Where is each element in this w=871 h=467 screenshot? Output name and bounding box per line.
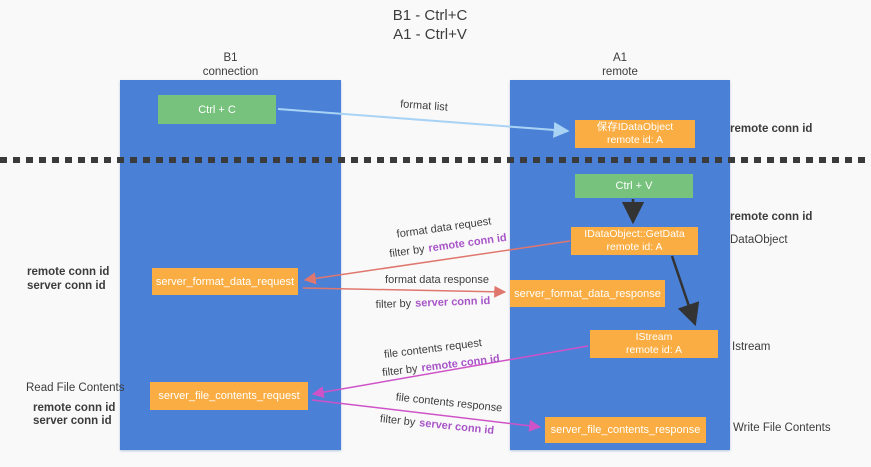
node-server-format-data-request: server_format_data_request xyxy=(152,268,298,295)
ctrl-v-label: Ctrl + V xyxy=(615,180,653,192)
filter-remote-conn-id: remote conn id xyxy=(420,352,501,375)
server-format-data-request-label: server_format_data_request xyxy=(155,275,295,288)
istream-line1: IStream xyxy=(635,331,673,343)
node-server-file-contents-request: server_file_contents_request xyxy=(150,382,308,410)
server-format-data-response-label: server_format_data_response xyxy=(514,287,661,300)
edge-label-format-data-response: format data response xyxy=(385,274,489,286)
node-server-file-contents-response: server_file_contents_response xyxy=(545,417,706,443)
title-line-b1: B1 - Ctrl+C xyxy=(392,7,468,24)
save-idataobject-line1: 保存IDataObject xyxy=(596,121,674,133)
filter-prefix: filter by xyxy=(379,413,416,429)
lane-a1-name: A1 xyxy=(612,52,628,64)
left-remote-conn-id: remote conn id xyxy=(27,266,110,278)
right-remote-conn-id-mid: remote conn id xyxy=(730,211,813,223)
lane-a1-role: remote xyxy=(602,66,638,78)
edge-label-format-list: format list xyxy=(399,98,449,114)
istream-label: Istream xyxy=(732,341,771,353)
right-remote-conn-id-top: remote conn id xyxy=(730,123,813,135)
lane-b1-name: B1 xyxy=(223,52,238,64)
diagram-title: B1 - Ctrl+C A1 - Ctrl+V xyxy=(280,6,580,44)
write-file-contents-label: Write File Contents xyxy=(733,422,831,434)
filter-server-conn-id: server conn id xyxy=(414,295,491,310)
left-server-conn-id: server conn id xyxy=(27,280,106,292)
left-remote-conn-id-2: remote conn id xyxy=(33,402,116,414)
dataobject-label: DataObject xyxy=(730,234,788,246)
filter-server-conn-id: server conn id xyxy=(418,417,495,437)
node-ctrl-c: Ctrl + C xyxy=(158,95,276,124)
lane-header-a1: A1 remote xyxy=(510,51,730,79)
title-line-a1: A1 - Ctrl+V xyxy=(393,26,467,43)
filter-prefix: filter by xyxy=(381,362,419,380)
node-idataobject-getdata: IDataObject::GetData remote id: A xyxy=(571,227,698,255)
server-file-contents-response-label: server_file_contents_response xyxy=(550,424,701,436)
node-save-idataobject: 保存IDataObject remote id: A xyxy=(575,120,695,148)
filter-prefix: filter by xyxy=(375,297,412,311)
filter-prefix: filter by xyxy=(388,243,426,261)
filter-remote-conn-id: remote conn id xyxy=(427,231,508,255)
edge-label-file-contents-response: file contents response xyxy=(395,391,503,415)
dashed-separator xyxy=(0,157,871,163)
node-ctrl-v: Ctrl + V xyxy=(575,174,693,198)
lane-header-b1: B1 connection xyxy=(120,51,341,79)
getdata-line2: remote id: A xyxy=(606,241,663,253)
istream-line2: remote id: A xyxy=(625,344,683,356)
lane-b1-role: connection xyxy=(202,66,259,78)
left-server-conn-id-2: server conn id xyxy=(33,415,112,427)
node-istream: IStream remote id: A xyxy=(590,330,718,358)
save-idataobject-line2: remote id: A xyxy=(606,134,664,146)
node-server-format-data-response: server_format_data_response xyxy=(510,280,665,307)
read-file-contents-label: Read File Contents xyxy=(26,382,125,394)
server-file-contents-request-label: server_file_contents_request xyxy=(158,390,300,402)
ctrl-c-label: Ctrl + C xyxy=(198,103,236,116)
getdata-line1: IDataObject::GetData xyxy=(584,228,685,240)
